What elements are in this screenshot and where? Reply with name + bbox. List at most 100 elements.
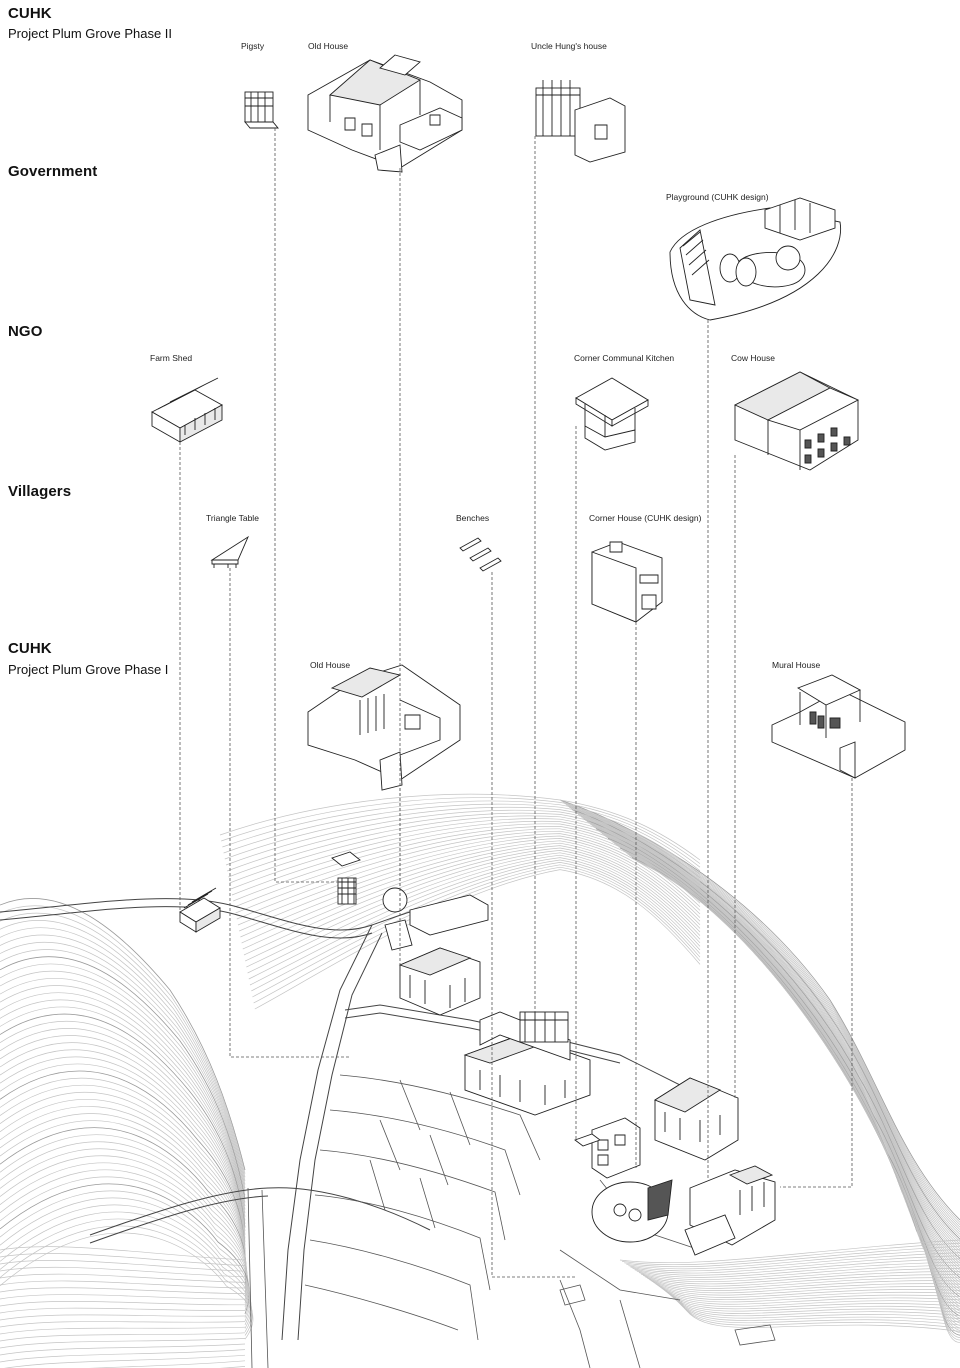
contour-line bbox=[0, 1294, 246, 1300]
contour-line bbox=[243, 847, 701, 956]
site-buildings bbox=[179, 851, 776, 1256]
contour-line bbox=[0, 1326, 246, 1335]
contour-line bbox=[0, 1332, 246, 1342]
contour-line bbox=[0, 985, 246, 1214]
contour-line bbox=[0, 1013, 246, 1228]
contour-line bbox=[571, 809, 960, 1240]
contour-line bbox=[0, 1301, 246, 1307]
contour-line bbox=[234, 828, 701, 908]
contour-line bbox=[582, 817, 960, 1257]
contour-line bbox=[665, 1290, 960, 1312]
label-corner-communal-kitchen: Corner Communal Kitchen bbox=[574, 353, 675, 363]
contour-line bbox=[678, 1299, 960, 1329]
label-playground: Playground (CUHK design) bbox=[666, 192, 769, 202]
label-old-house-phase-2: Old House bbox=[308, 41, 349, 51]
contour-line bbox=[630, 1255, 960, 1274]
contour-line bbox=[0, 942, 246, 1192]
contour-line bbox=[247, 854, 701, 974]
contour-line bbox=[0, 1253, 246, 1266]
leader-lines bbox=[179, 128, 853, 1278]
contour-line bbox=[0, 927, 246, 1185]
contour-line bbox=[0, 1314, 246, 1321]
contour-line bbox=[672, 1294, 960, 1320]
contour-line bbox=[0, 1349, 246, 1363]
contour-line bbox=[242, 845, 701, 950]
contour-line bbox=[222, 800, 701, 868]
contour-line bbox=[254, 869, 701, 1010]
contour-line bbox=[0, 1056, 246, 1250]
contour-line bbox=[248, 857, 701, 980]
contour-line bbox=[219, 793, 701, 861]
label-mural-house: Mural House bbox=[772, 660, 821, 670]
contour-line bbox=[230, 820, 701, 893]
contour-line bbox=[240, 840, 701, 938]
contour-line bbox=[0, 992, 246, 1217]
contour-line bbox=[0, 1084, 246, 1264]
contour-line bbox=[0, 949, 246, 1196]
contour-line bbox=[661, 1287, 960, 1307]
contour-line bbox=[565, 804, 960, 1230]
label-corner-house: Corner House (CUHK design) bbox=[589, 513, 702, 523]
contour-line bbox=[616, 845, 960, 1312]
pigsty-drawing bbox=[244, 91, 279, 129]
contour-line bbox=[233, 826, 701, 902]
contour-line bbox=[0, 905, 246, 1174]
contour-line bbox=[632, 1258, 960, 1276]
contour-line bbox=[0, 1260, 246, 1272]
contour-line bbox=[229, 818, 701, 890]
contour-line bbox=[224, 806, 701, 875]
contour-line bbox=[626, 1249, 960, 1270]
contour-line bbox=[622, 850, 960, 1322]
playground-drawing bbox=[669, 197, 842, 321]
contour-line bbox=[0, 1273, 246, 1283]
old-house-2-drawing bbox=[307, 54, 463, 173]
label-old-house-phase-1: Old House bbox=[310, 660, 351, 670]
contour-line bbox=[0, 898, 246, 1171]
contour-line bbox=[645, 1276, 960, 1289]
contour-line bbox=[628, 1252, 960, 1272]
contour-line bbox=[638, 1268, 960, 1283]
contour-line bbox=[0, 1280, 246, 1289]
contour-line bbox=[0, 999, 246, 1221]
contour-line bbox=[680, 1300, 960, 1332]
contour-line bbox=[0, 1028, 246, 1235]
contour-line bbox=[0, 1006, 246, 1225]
contour-line bbox=[236, 833, 701, 920]
contour-line bbox=[0, 1246, 246, 1261]
group-government-title: Government bbox=[8, 163, 98, 180]
label-triangle-table: Triangle Table bbox=[206, 513, 259, 523]
contour-line bbox=[0, 977, 246, 1210]
old-house-1-drawing bbox=[307, 664, 461, 791]
contour-line bbox=[237, 835, 701, 926]
contour-line bbox=[0, 1092, 246, 1268]
contour-line bbox=[251, 862, 701, 992]
contour-line bbox=[0, 912, 246, 1178]
group-cuhk-phase-2-subtitle: Project Plum Grove Phase II bbox=[8, 26, 173, 41]
mural-house-drawing bbox=[771, 674, 906, 779]
contour-line bbox=[249, 859, 701, 986]
contour-line bbox=[659, 1286, 960, 1305]
terrain-contours bbox=[0, 793, 960, 1368]
farm-shed-drawing bbox=[151, 377, 223, 443]
contour-line bbox=[674, 1296, 960, 1323]
contour-line bbox=[636, 1264, 960, 1280]
contour-line bbox=[4, 1354, 246, 1368]
contour-line bbox=[0, 1042, 246, 1243]
contour-line bbox=[0, 1077, 246, 1261]
label-farm-shed: Farm Shed bbox=[150, 353, 193, 363]
cow-house-drawing bbox=[733, 371, 860, 471]
contour-line bbox=[221, 797, 701, 864]
contour-line bbox=[647, 1277, 960, 1291]
contour-line bbox=[241, 842, 701, 944]
contour-line bbox=[612, 841, 960, 1305]
contour-line bbox=[0, 1127, 247, 1286]
contour-line bbox=[622, 1242, 960, 1266]
contour-line bbox=[657, 1284, 960, 1303]
contour-line bbox=[613, 842, 960, 1307]
contour-line bbox=[642, 1274, 960, 1287]
label-pigsty: Pigsty bbox=[241, 41, 265, 51]
contour-line bbox=[0, 1035, 246, 1239]
contour-line bbox=[0, 963, 246, 1203]
contour-line bbox=[0, 1099, 246, 1271]
